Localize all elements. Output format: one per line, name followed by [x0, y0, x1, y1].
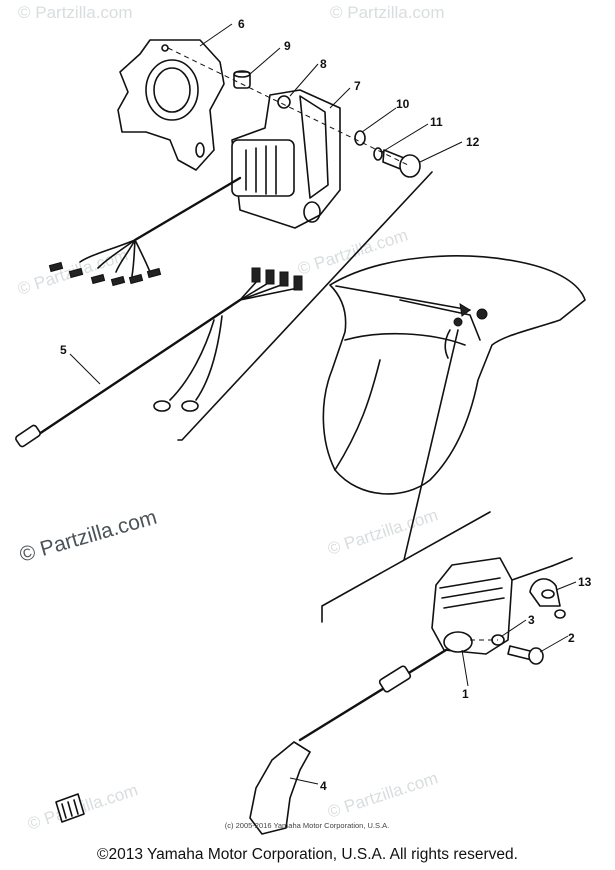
- part-3-washer: [491, 609, 566, 646]
- part-5-wire-harness: [15, 267, 303, 448]
- callout-4: 4: [320, 779, 327, 793]
- part-7-ignition-coil: [231, 89, 341, 229]
- part-11-washer: [373, 147, 383, 161]
- watermark-layer: © Partzilla.com © Partzilla.com © Partzi…: [15, 3, 444, 834]
- callout-2: 2: [568, 631, 575, 645]
- callout-13: 13: [578, 575, 592, 589]
- connector-part: [55, 793, 85, 823]
- part-2-bolt: [507, 645, 544, 665]
- callout-6: 6: [238, 17, 245, 31]
- watermark: © Partzilla.com: [295, 225, 410, 278]
- watermark: © Partzilla.com: [325, 505, 440, 558]
- callout-10: 10: [396, 97, 410, 111]
- group-divider: [177, 171, 433, 441]
- callout-labels: 6 9 8 7 10 11 12 5 1 2 3 4 13: [60, 17, 592, 793]
- callout-1: 1: [462, 687, 469, 701]
- watermark-prominent: © Partzilla.com: [17, 506, 159, 567]
- part-6-bracket: [117, 39, 225, 171]
- mount-point: [476, 308, 488, 320]
- callout-7: 7: [354, 79, 361, 93]
- callout-leaders: [69, 23, 577, 785]
- mount-point: [453, 317, 463, 327]
- callout-9: 9: [284, 39, 291, 53]
- part-1-ignition-coil: [298, 557, 573, 742]
- motorcycle-outline: [322, 255, 586, 495]
- part-12-bolt: [382, 149, 421, 178]
- part-9-spacer: [233, 70, 251, 89]
- group-divider: [321, 511, 491, 623]
- location-arrow-head: [459, 303, 471, 317]
- copyright-footer: ©2013 Yamaha Motor Corporation, U.S.A. A…: [97, 846, 518, 863]
- callout-5: 5: [60, 343, 67, 357]
- credit-line: (c) 2005-2016 Yamaha Motor Corporation, …: [225, 821, 389, 830]
- location-arrow: [335, 285, 471, 311]
- watermark: © Partzilla.com: [330, 3, 445, 22]
- callout-3: 3: [528, 613, 535, 627]
- upper-wire-harness: [48, 176, 242, 287]
- callout-11: 11: [430, 115, 443, 129]
- mount-wire: [444, 329, 451, 359]
- watermark: © Partzilla.com: [25, 780, 140, 833]
- callout-8: 8: [320, 57, 327, 71]
- watermark: © Partzilla.com: [18, 3, 133, 22]
- callout-12: 12: [466, 135, 480, 149]
- part-10-washer: [354, 130, 366, 146]
- pointer-line: [403, 329, 459, 561]
- part-13-clamp: [529, 578, 561, 607]
- watermark: © Partzilla.com: [325, 768, 440, 821]
- part-4-spark-plug-cap: [249, 741, 311, 835]
